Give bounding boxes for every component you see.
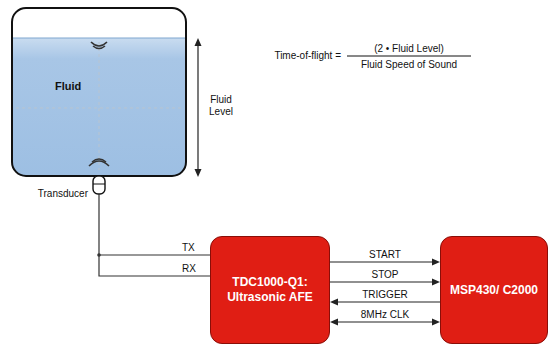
fluid-fill [12, 38, 186, 176]
tank-outline [12, 8, 186, 176]
echo-wave [89, 42, 109, 166]
process-box: TDC1000-Q1: Ultrasonic AFE [210, 236, 330, 344]
fraction-bar [347, 56, 471, 57]
dashed-guide [99, 42, 100, 170]
box-title: TDC1000-Q1: Ultrasonic AFE [217, 275, 323, 305]
signal-name: RX [182, 263, 196, 275]
part-label: Fluid Level [206, 94, 236, 118]
signal-label: STOP [369, 269, 400, 280]
box-title: MSP430/ C2000 [450, 283, 538, 298]
process-box: MSP430/ C2000 [440, 236, 548, 344]
tx-rx-wire [99, 194, 210, 276]
part-label: Transducer [38, 188, 88, 200]
signal-name: TX [182, 242, 195, 254]
equation-text: Fluid Speed of Sound [361, 59, 457, 71]
equation-text: (2 • Fluid Level) [374, 43, 444, 55]
signal-label: 8MHz CLK [359, 309, 411, 320]
wire-junction [97, 253, 101, 257]
part-label: Fluid [55, 80, 81, 93]
transducer-symbol [93, 176, 105, 194]
equation-text: Time-of-flight = [274, 50, 341, 62]
fluid-level-arrow [195, 38, 202, 177]
signal-label: START [367, 249, 403, 260]
fluid-surface [12, 38, 186, 39]
signal-label: TRIGGER [360, 289, 410, 300]
